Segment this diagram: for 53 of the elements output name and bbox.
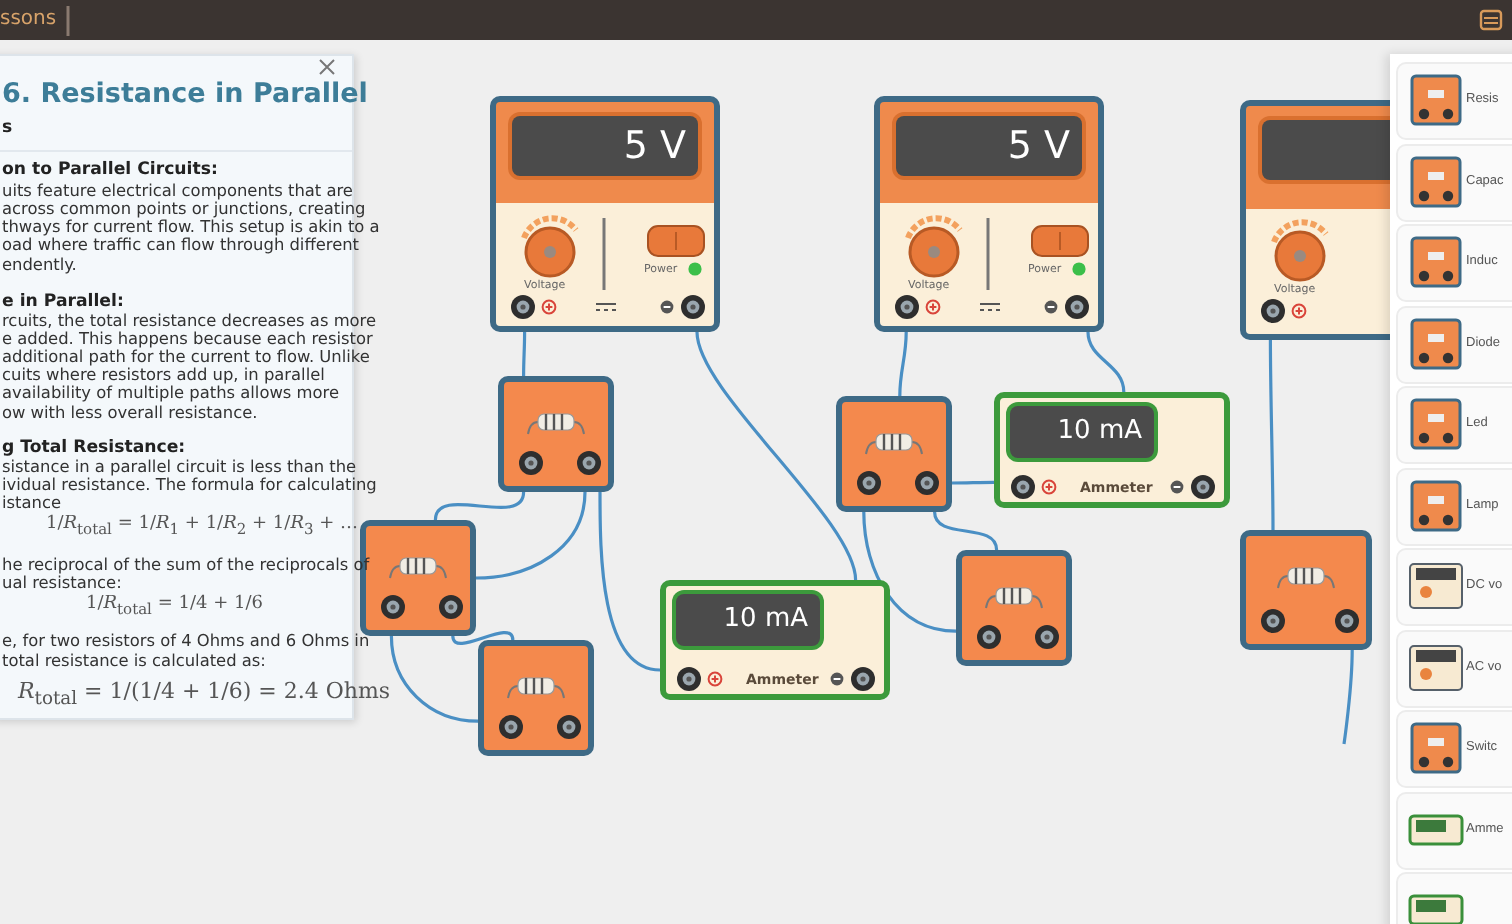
current-readout: 10 mA (1010, 406, 1154, 458)
body-text: cuits where resistors add up, in parallel (2, 366, 325, 383)
power-supply (874, 96, 1104, 332)
subtitle: s (2, 120, 13, 138)
resistor-module (478, 640, 594, 756)
formula: R$_{total}$ = 1/(1/4 + 1/6) = 2.4 Ohms (18, 680, 391, 709)
body-text: additional path for the current to flow. Unlike (2, 348, 370, 365)
resistor-module (498, 376, 614, 492)
formula: 1/R$_{total}$ = 1/R$_{1}$ + 1/R$_{2}$ + 1/R$_{3}$ + … (46, 516, 359, 537)
body-text: he reciprocal of the sum of the reciprocals of (2, 556, 370, 573)
body-text: total resistance is calculated as: (2, 652, 266, 669)
wire (598, 492, 661, 672)
power-supply (490, 96, 720, 332)
wire (695, 331, 858, 581)
resistor-module (956, 550, 1072, 666)
body-text: thways for current flow. This setup is akin to a (2, 218, 380, 235)
body-text: uits feature electrical components that are (2, 182, 353, 199)
body-text: istance (2, 494, 61, 511)
wire (522, 332, 527, 376)
wire (475, 491, 587, 580)
body-text: rcuits, the total resistance decreases as more (2, 312, 377, 329)
ammeter (994, 392, 1230, 508)
body-text: across common points or junctions, creating (2, 200, 366, 217)
voltage-readout: 5 V (896, 116, 1082, 176)
wire (898, 331, 908, 397)
body-text: availability of multiple paths allows more (2, 384, 339, 401)
wire (952, 480, 994, 485)
section-heading: g Total Resistance: (2, 440, 186, 458)
current-readout: 10 mA (676, 594, 820, 646)
panel-title: 6. Resistance in Parallel (2, 82, 368, 109)
section-heading: on to Parallel Circuits: (2, 162, 218, 180)
body-text: oad where traffic can flow through different (2, 236, 360, 253)
section-heading: e in Parallel: (2, 294, 124, 312)
power-supply (1240, 100, 1392, 340)
wire (389, 635, 479, 723)
body-text: e, for two resistors of 4 Ohms and 6 Ohms in (2, 632, 370, 649)
wire (1342, 649, 1354, 745)
body-text: endently. (2, 256, 77, 273)
resistor-module (836, 396, 952, 512)
wire (1086, 331, 1126, 393)
resistor-module (1240, 530, 1372, 650)
formula: 1/R$_{total}$ = 1/4 + 1/6 (86, 596, 263, 617)
ammeter (660, 580, 890, 700)
voltage-readout: 5 V (512, 116, 698, 176)
body-text: ow with less overall resistance. (2, 404, 258, 421)
body-text: ual resistance: (2, 574, 122, 591)
body-text: sistance in a parallel circuit is less than the (2, 458, 357, 475)
wire (933, 511, 999, 551)
body-text: ividual resistance. The formula for calculating (2, 476, 377, 493)
body-text: e added. This happens because each resistor (2, 330, 373, 347)
nav-link: ssons (0, 10, 57, 30)
wire (862, 511, 957, 633)
wire (1268, 340, 1275, 530)
